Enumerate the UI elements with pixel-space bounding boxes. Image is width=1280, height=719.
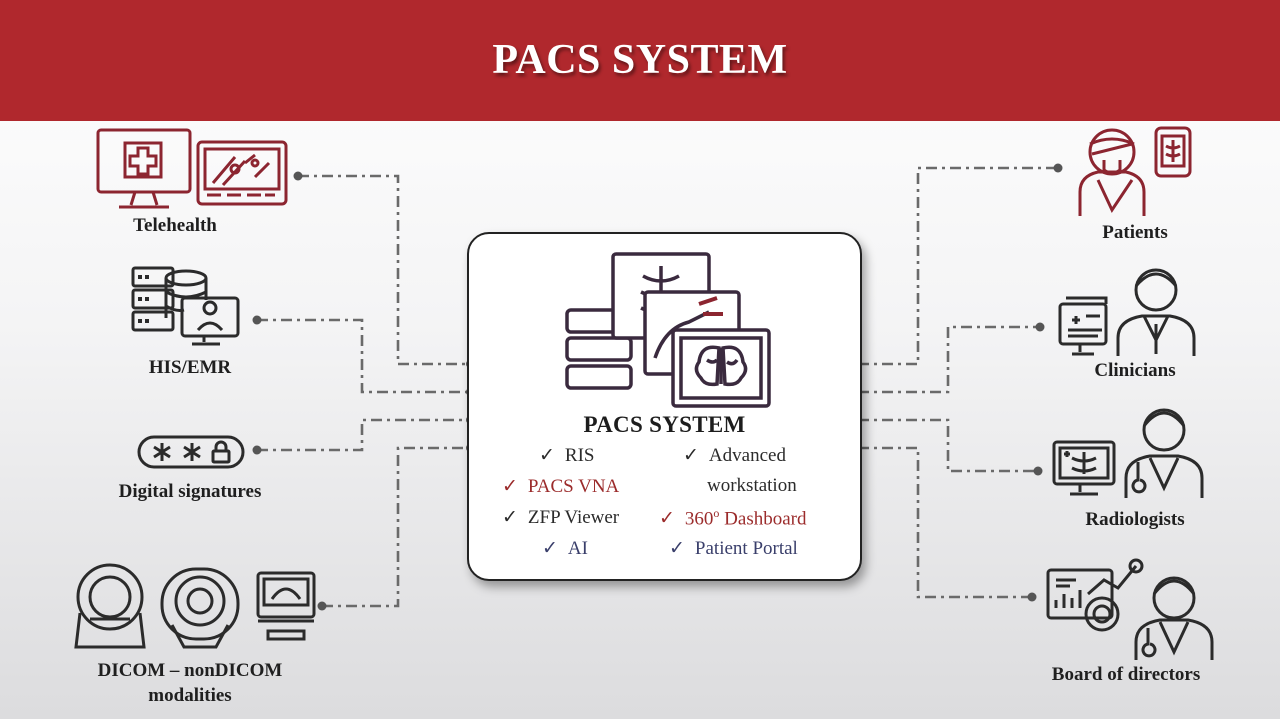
wire-digital-signatures [257,418,470,452]
clinician-icon [1058,268,1196,356]
header-bar: PACS SYSTEM [0,0,1280,121]
board-analytics-icon [1046,558,1214,660]
node-label-modalities: modalities [148,685,232,706]
monitor-medical-icon [96,128,288,209]
feature-advanced: ✓Advanced [683,445,786,466]
feature-patient-portal: ✓Patient Portal [669,538,798,559]
wire-telehealth [298,174,470,366]
patient-icon [1078,126,1192,216]
wire-dicom [322,446,470,608]
wire-radiologists [858,418,1038,473]
node-label-his-emr: HIS/EMR [148,357,232,378]
wire-his-emr [257,318,470,394]
feature-ris: ✓RIS [539,445,595,466]
server-database-icon [131,266,240,346]
node-label-dicom: DICOM – nonDICOM [97,660,283,681]
scanner-ultrasound-icon [74,563,316,649]
feature-360-dashboard: ✓360o Dashboard [659,506,807,530]
center-title: PACS SYSTEM [583,412,746,437]
radiologist-icon [1052,408,1204,498]
node-label-digital-signatures: Digital signatures [118,481,262,502]
node-label-patients: Patients [1102,222,1168,243]
feature-zfp-viewer: ✓ZFP Viewer [502,507,620,528]
password-lock-icon [137,435,245,469]
page-title: PACS SYSTEM [492,37,788,83]
node-label-radiologists: Radiologists [1085,509,1185,530]
node-label-telehealth: Telehealth [133,215,217,236]
pacs-stack-icon [565,252,771,408]
feature-workstation: workstation [707,475,797,496]
wire-clinicians [858,325,1040,394]
feature-ai: ✓AI [542,538,588,559]
wire-board [858,446,1032,599]
node-label-clinicians: Clinicians [1094,360,1176,381]
feature-pacs-vna: ✓PACS VNA [502,476,620,497]
wire-patients [858,166,1058,366]
pacs-system-box: PACS SYSTEM ✓RIS ✓PACS VNA ✓ZFP Viewer ✓… [467,232,862,581]
node-label-board: Board of directors [1051,664,1201,685]
